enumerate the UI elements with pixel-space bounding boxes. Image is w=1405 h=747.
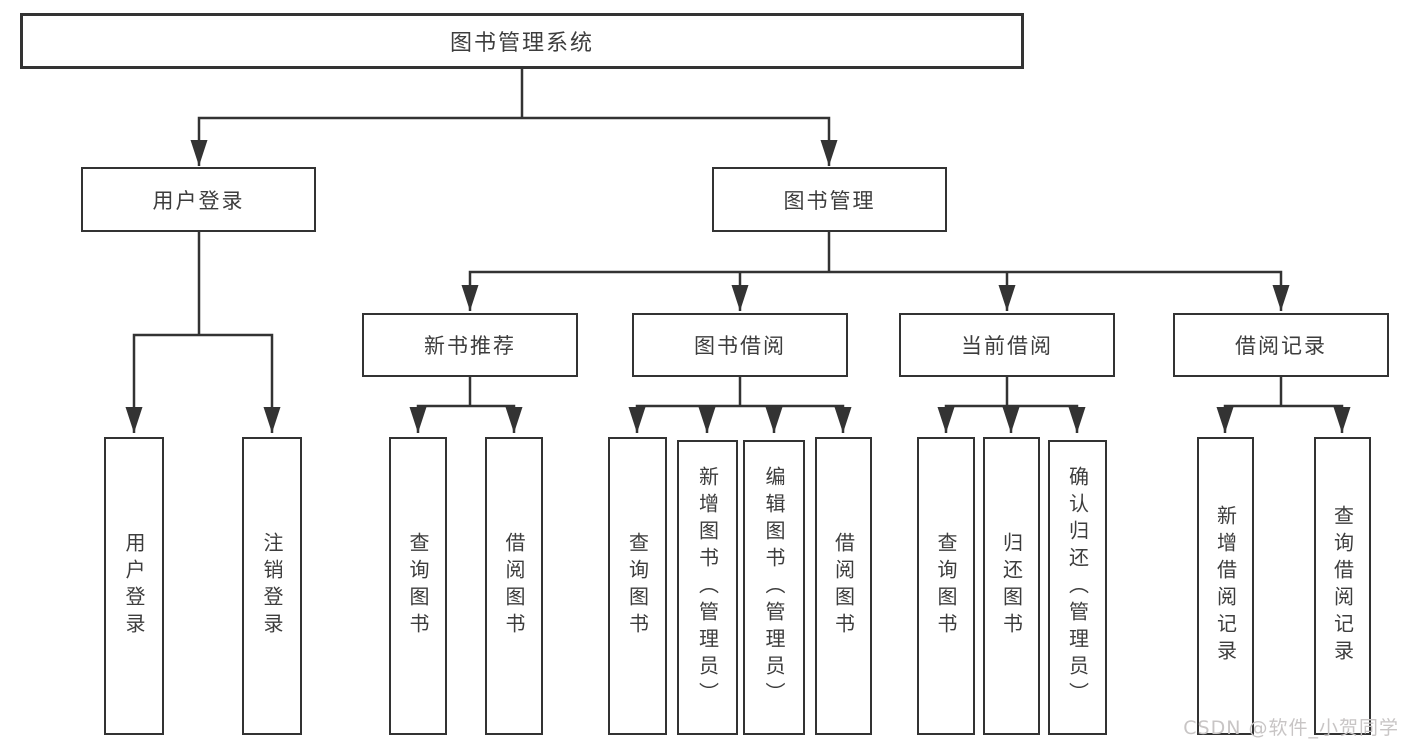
leaf-logout: 注销登录 — [242, 437, 302, 735]
node-book-borrow: 图书借阅 — [632, 313, 848, 377]
arrowhead-icon — [1333, 407, 1351, 433]
leaf-query-borrow-record-label: 查询借阅记录 — [1330, 505, 1355, 667]
node-current-borrow-label: 当前借阅 — [961, 334, 1053, 358]
arrowhead-icon — [698, 407, 716, 433]
leaf-query-books-current: 查询图书 — [917, 437, 975, 735]
arrowhead-icon — [125, 407, 143, 433]
arrowhead-icon — [731, 285, 749, 311]
leaf-borrow-books: 借阅图书 — [815, 437, 872, 735]
arrowhead-icon — [1216, 407, 1234, 433]
arrowhead-icon — [1002, 407, 1020, 433]
leaf-add-book-admin-label: 新增图书（管理员） — [695, 466, 720, 709]
leaf-logout-label: 注销登录 — [260, 532, 284, 640]
leaf-borrow-books-recommend-label: 借阅图书 — [502, 532, 526, 640]
connector-paths — [132, 69, 1344, 433]
leaf-user-login: 用户登录 — [104, 437, 164, 735]
arrowhead-icon — [461, 285, 479, 311]
arrowhead-icon — [628, 407, 646, 433]
node-new-book-recommend: 新书推荐 — [362, 313, 578, 377]
leaf-add-borrow-record-label: 新增借阅记录 — [1213, 505, 1238, 667]
arrowhead-icon — [1272, 285, 1290, 311]
arrowhead-icon — [505, 407, 523, 433]
leaf-query-books-current-label: 查询图书 — [934, 532, 958, 640]
arrowhead-icon — [190, 140, 208, 166]
leaf-user-login-label: 用户登录 — [122, 532, 146, 640]
leaf-query-books-borrow: 查询图书 — [608, 437, 667, 735]
leaf-add-book-admin: 新增图书（管理员） — [677, 440, 738, 735]
connector-level3-branch — [468, 270, 1283, 311]
node-borrow-records-label: 借阅记录 — [1235, 334, 1327, 358]
arrowhead-icon — [263, 407, 281, 433]
node-current-borrow: 当前借阅 — [899, 313, 1115, 377]
leaf-query-borrow-record: 查询借阅记录 — [1314, 437, 1371, 735]
node-book-management-label: 图书管理 — [783, 188, 876, 213]
leaf-borrow-books-recommend: 借阅图书 — [485, 437, 543, 735]
leaf-edit-book-admin-label: 编辑图书（管理员） — [762, 466, 786, 709]
arrowhead-icon — [937, 407, 955, 433]
connector-userlogin-branch — [132, 333, 274, 433]
connector-newbook-branch — [416, 404, 516, 433]
node-book-borrow-label: 图书借阅 — [694, 334, 786, 358]
leaf-return-book-label: 归还图书 — [999, 532, 1024, 640]
leaf-add-borrow-record: 新增借阅记录 — [1197, 437, 1254, 735]
arrowhead-icon — [1068, 407, 1086, 433]
leaf-return-book: 归还图书 — [983, 437, 1040, 735]
leaf-confirm-return-admin-label: 确认归还（管理员） — [1065, 466, 1090, 709]
arrowheads — [125, 140, 1351, 433]
node-root: 图书管理系统 — [20, 13, 1024, 69]
node-user-login: 用户登录 — [81, 167, 316, 232]
leaf-confirm-return-admin: 确认归还（管理员） — [1048, 440, 1107, 735]
leaf-edit-book-admin: 编辑图书（管理员） — [743, 440, 805, 735]
arrowhead-icon — [765, 407, 783, 433]
node-user-login-label: 用户登录 — [152, 188, 245, 213]
connector-level2-branch — [197, 116, 831, 166]
node-root-label: 图书管理系统 — [449, 31, 594, 56]
arrowhead-icon — [998, 285, 1016, 311]
csdn-watermark: CSDN @软件_小贺同学 — [1183, 717, 1399, 739]
arrowhead-icon — [834, 407, 852, 433]
leaf-borrow-books-label: 借阅图书 — [831, 532, 856, 640]
node-borrow-records: 借阅记录 — [1173, 313, 1389, 377]
leaf-query-books-recommend: 查询图书 — [389, 437, 447, 735]
arrowhead-icon — [409, 407, 427, 433]
node-book-management: 图书管理 — [712, 167, 947, 232]
connector-records-branch — [1223, 404, 1344, 433]
node-new-book-recommend-label: 新书推荐 — [424, 334, 516, 358]
connector-bookborrow-branch — [635, 404, 845, 433]
leaf-query-books-borrow-label: 查询图书 — [625, 532, 650, 640]
arrowhead-icon — [820, 140, 838, 166]
leaf-query-books-recommend-label: 查询图书 — [406, 532, 430, 640]
